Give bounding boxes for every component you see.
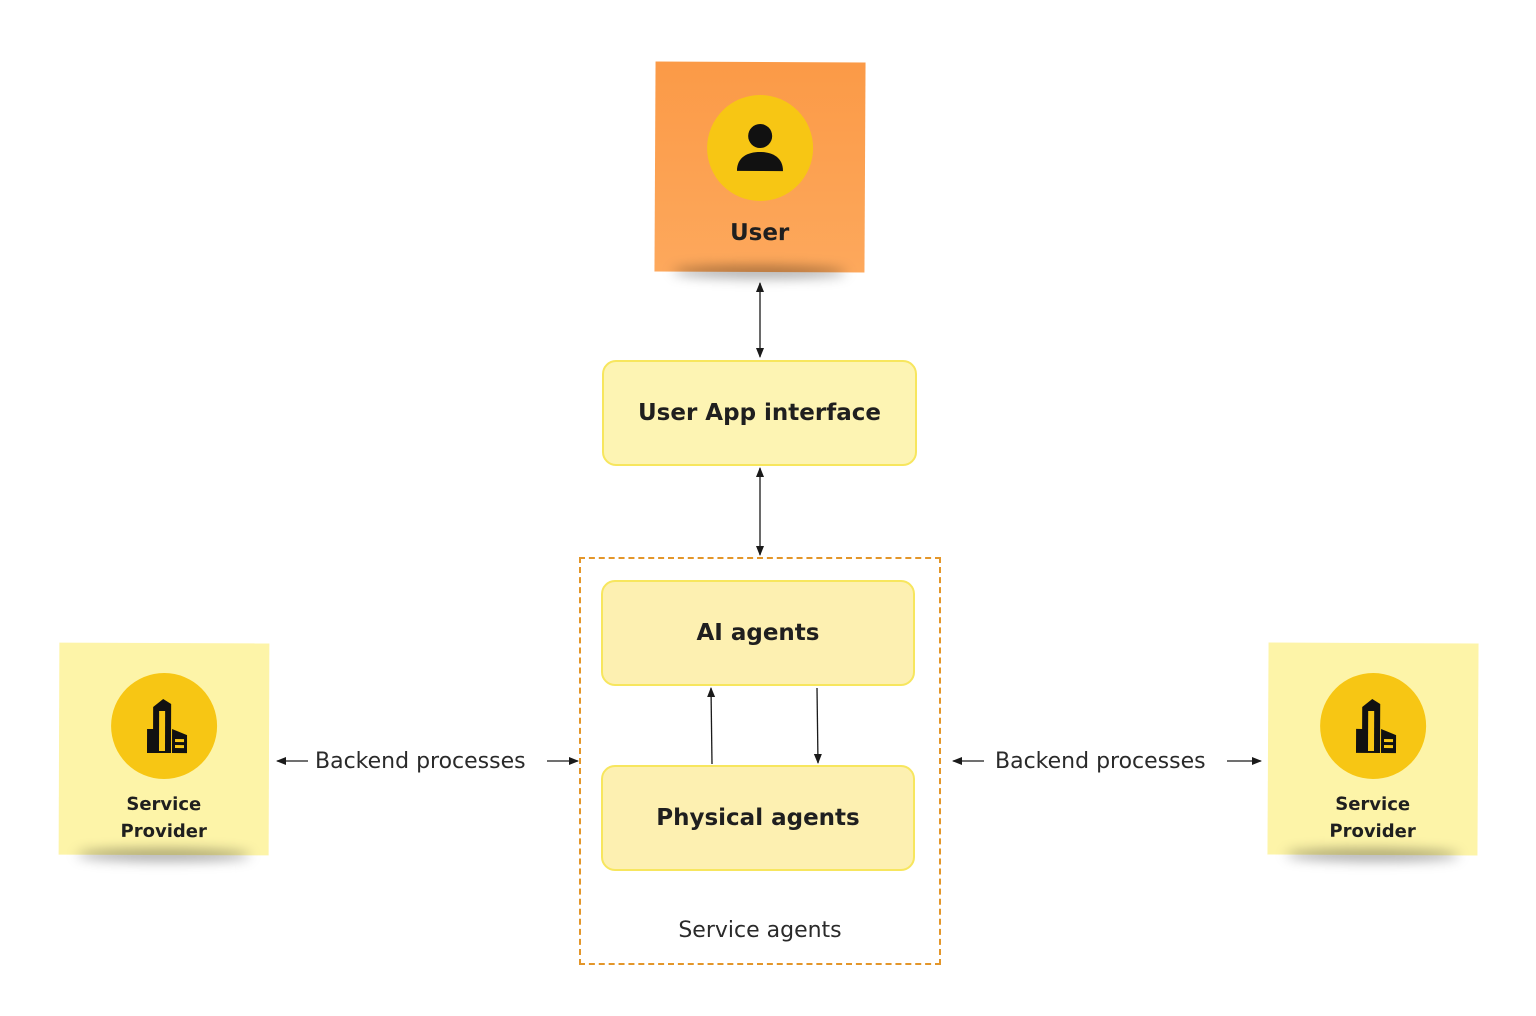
ai-agents-box: AI agents	[601, 580, 915, 686]
physical-agents-box: Physical agents	[601, 765, 915, 871]
ai-agents-label: AI agents	[696, 620, 820, 646]
service-provider-note-right: Service Provider	[1267, 642, 1479, 856]
provider-label-line2: Provider	[1329, 820, 1416, 843]
backend-processes-label-right: Backend processes	[995, 747, 1206, 777]
backend-processes-label-left: Backend processes	[315, 747, 526, 777]
service-provider-note-left: Service Provider	[58, 642, 270, 856]
service-agents-label: Service agents	[678, 918, 842, 943]
physical-agents-label: Physical agents	[656, 805, 860, 831]
user-app-interface-box: User App interface	[602, 360, 917, 466]
user-sticky-note: User	[654, 61, 866, 273]
building-icon	[1319, 672, 1427, 780]
provider-label-line2: Provider	[120, 820, 207, 843]
user-label: User	[729, 219, 790, 247]
user-icon	[706, 94, 814, 202]
provider-label-line1: Service	[126, 793, 202, 816]
service-agents-group	[579, 557, 941, 965]
provider-label-line1: Service	[1335, 793, 1411, 816]
user-app-interface-label: User App interface	[637, 400, 881, 426]
building-icon	[110, 672, 218, 780]
